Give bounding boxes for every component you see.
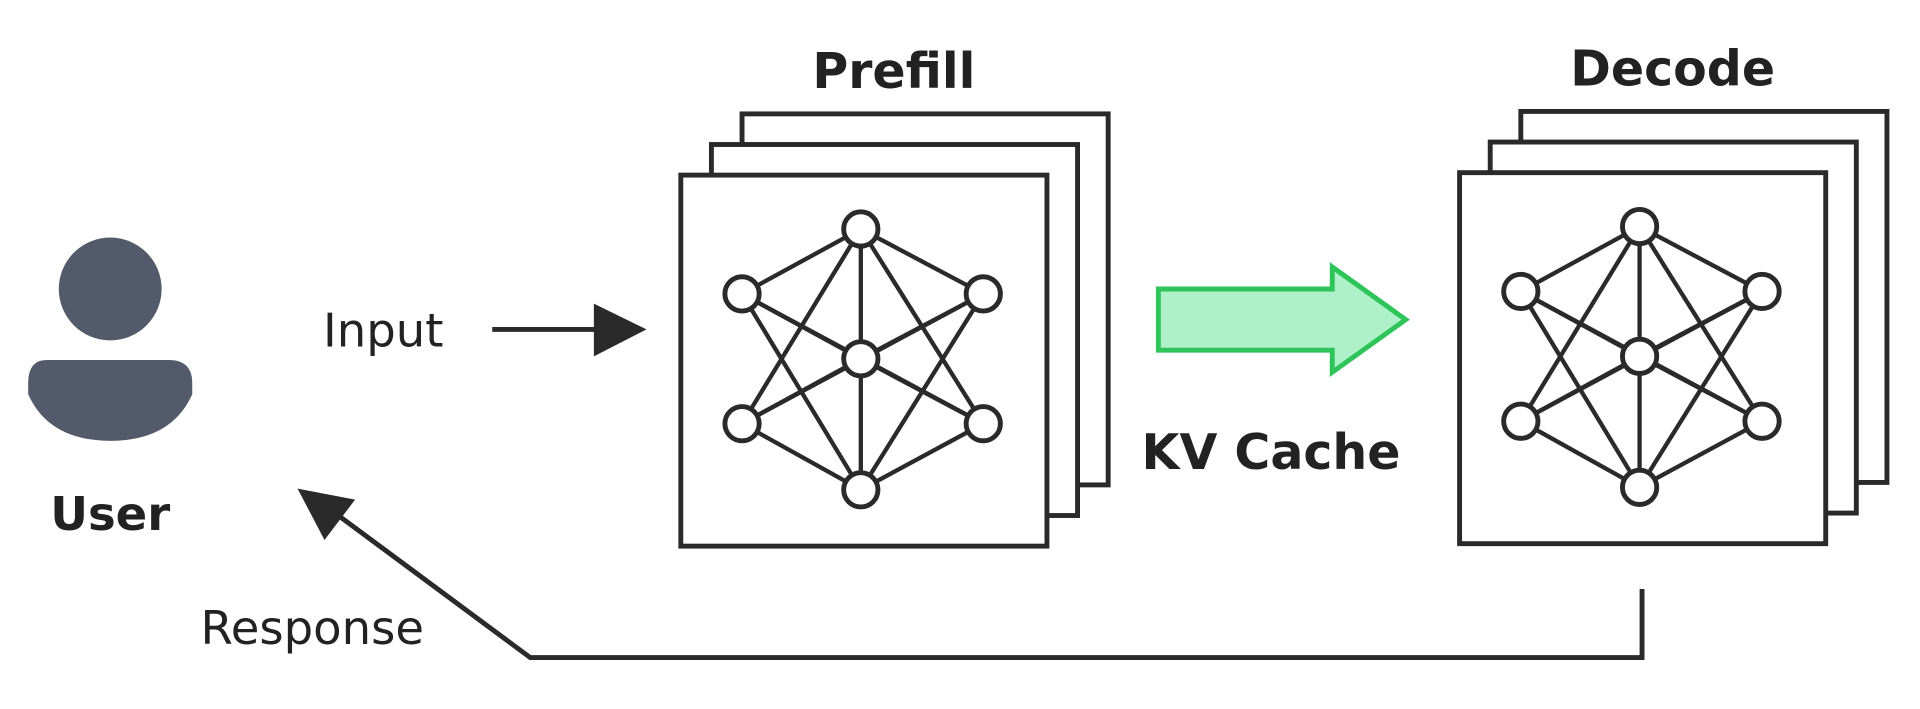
- neural-network-icon: [1501, 206, 1782, 507]
- network-node: [1620, 336, 1660, 376]
- network-edge: [1519, 224, 1641, 294]
- network-edge: [859, 356, 985, 426]
- network-node: [1620, 206, 1660, 247]
- network-edge: [741, 356, 862, 426]
- response-label: Response: [201, 601, 424, 655]
- network-edge: [741, 227, 862, 296]
- network-node: [1742, 271, 1782, 312]
- network-edge: [1519, 419, 1641, 490]
- network-node: [963, 274, 1003, 314]
- network-edge: [859, 421, 985, 492]
- network-node: [841, 470, 881, 510]
- network-node: [722, 404, 762, 444]
- decode-title: Decode: [1570, 41, 1775, 98]
- input-label: Input: [323, 304, 443, 358]
- prefill-title: Prefill: [812, 43, 975, 100]
- kv-cache-arrow: [1155, 262, 1410, 378]
- network-node: [963, 404, 1003, 444]
- prefill-stack: [678, 111, 1111, 549]
- decode-stack: [1457, 108, 1890, 547]
- network-edge: [740, 421, 862, 492]
- network-edge: [1519, 354, 1641, 424]
- network-edge: [859, 227, 985, 296]
- neural-network-icon: [722, 209, 1003, 510]
- network-node: [722, 274, 762, 314]
- input-arrow: [492, 303, 647, 357]
- network-node: [1620, 467, 1660, 507]
- user-label: User: [50, 487, 170, 541]
- network-edge: [1638, 224, 1764, 294]
- network-node: [1742, 401, 1782, 441]
- kv-cache-label: KV Cache: [1142, 424, 1401, 481]
- network-edge: [1638, 419, 1764, 490]
- user-icon: [28, 237, 193, 441]
- network-node: [1501, 401, 1541, 441]
- network-edge: [1638, 354, 1764, 424]
- network-node: [1501, 271, 1541, 312]
- response-arrow: [297, 488, 1645, 661]
- network-node: [841, 339, 881, 379]
- network-node: [841, 209, 881, 249]
